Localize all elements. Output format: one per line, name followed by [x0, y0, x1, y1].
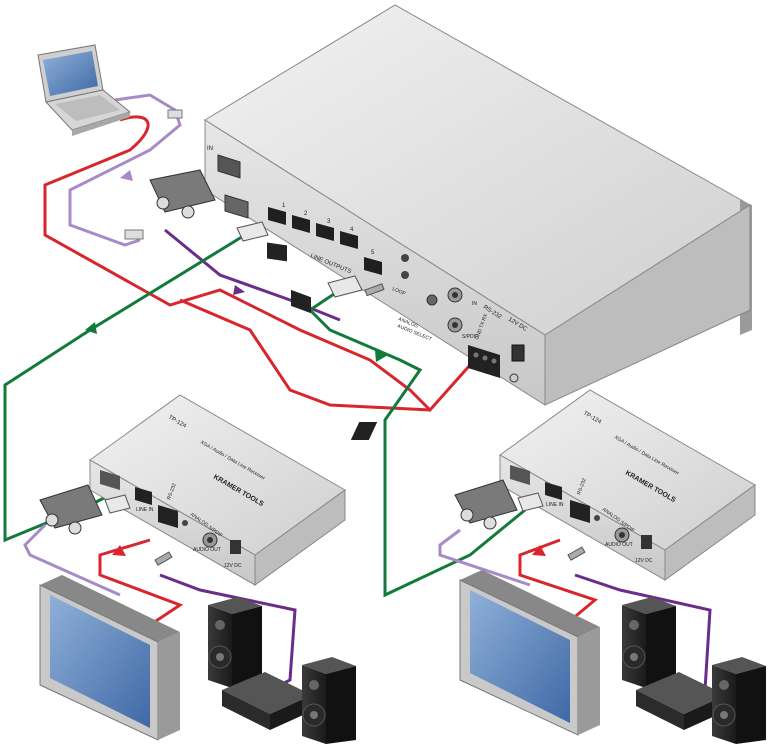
receiver-power: 12V DC	[224, 563, 242, 569]
arrow-marker	[112, 545, 126, 556]
receiver-line-in: LINE IN	[546, 502, 564, 508]
port-number: 5	[371, 250, 375, 256]
display-right	[459, 570, 600, 736]
speakers-right	[622, 597, 766, 744]
cable-lavender-vga	[68, 93, 182, 247]
cables	[3, 93, 712, 702]
receiver-rs232: RS-232	[166, 482, 178, 500]
port-number: 4	[350, 227, 354, 233]
arrow-marker	[85, 322, 97, 334]
spdif-label: S/PDIF	[462, 334, 478, 340]
arrow-marker	[233, 285, 245, 295]
cable-lavender-right-display	[438, 528, 531, 587]
cable-red-rs232	[43, 115, 482, 413]
in-label: IN	[207, 146, 213, 152]
cable-purple-main	[164, 228, 341, 322]
receiver-power: 12V DC	[635, 558, 653, 564]
arrow-marker	[532, 545, 546, 556]
cable-red-rs232-b	[179, 298, 431, 412]
receiver-right: TP-124 XGA / Audio / Data Line Receiver …	[350, 389, 756, 581]
cable-lavender-left-display	[23, 523, 121, 597]
port-number: 2	[304, 211, 308, 217]
loop-label: LOOP	[391, 286, 407, 297]
port-number: 1	[282, 203, 286, 209]
receiver-audio-out: AUDIO OUT	[605, 542, 633, 548]
receiver-line-in: LINE IN	[136, 507, 154, 513]
rj45-ports	[267, 207, 382, 314]
arrow-marker	[120, 170, 133, 181]
port-number: 3	[327, 219, 331, 225]
receiver-left: TP-124 XGA / Audio / Data Line Receiver …	[39, 394, 346, 586]
display-left	[39, 575, 180, 741]
receiver-rs232: RS-232	[576, 477, 588, 495]
receiver-audio-out: AUDIO OUT	[193, 547, 221, 553]
main-in-label: IN	[472, 301, 477, 307]
cable-green-right	[307, 288, 526, 598]
main-unit: IN 1 2 3 4 5 LINE OUTPUTS ANALOG AUDIO S…	[124, 4, 752, 406]
speakers-left	[208, 597, 356, 744]
cable-red-right	[518, 538, 599, 627]
arrow-marker	[375, 350, 388, 362]
laptop	[37, 44, 132, 136]
